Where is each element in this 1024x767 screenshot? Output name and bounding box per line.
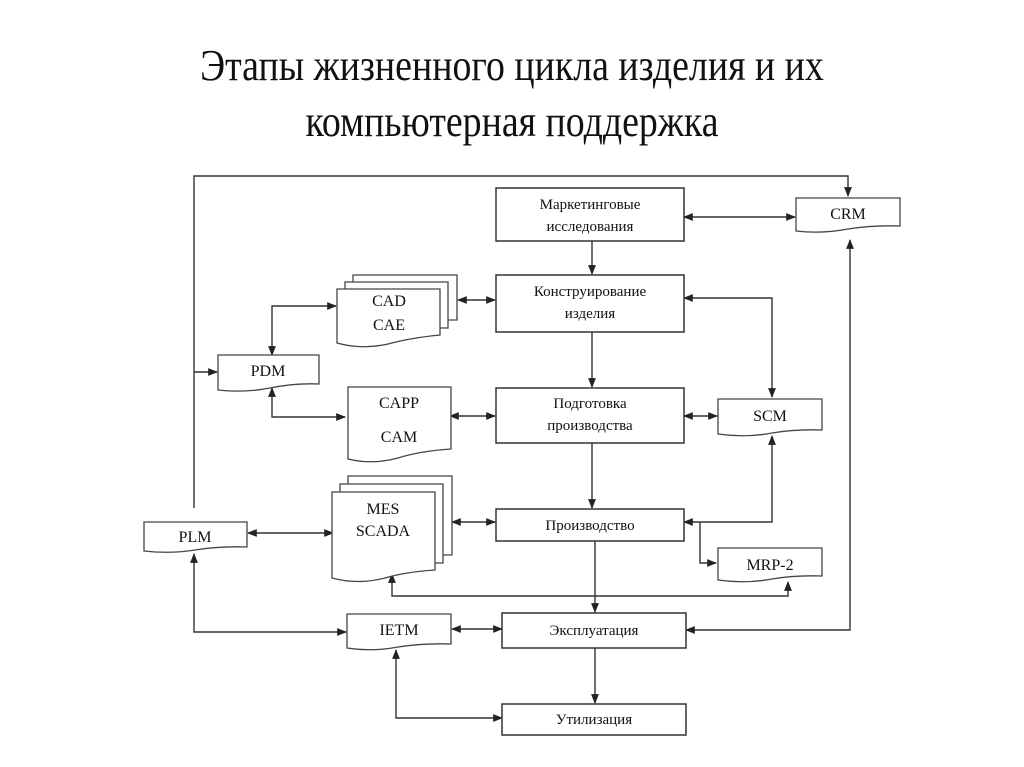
system-mrp2-label: MRP-2 <box>746 557 793 574</box>
stage-disposal-line1: Утилизация <box>556 712 632 728</box>
stage-operation: Эксплуатация <box>501 612 687 649</box>
connectors <box>190 175 854 722</box>
system-plm-label: PLM <box>179 529 212 546</box>
stage-production: Производство <box>495 508 685 542</box>
system-mes-label: MES <box>367 501 400 518</box>
system-pdm: PDM <box>217 354 320 392</box>
system-cam-label: CAM <box>381 429 417 446</box>
system-capp-cam: CAPP CAM <box>347 386 452 463</box>
title-line-2: компьютерная поддержка <box>305 97 719 146</box>
stage-preparation-line2: производства <box>547 418 633 434</box>
arrow-design-scm <box>683 294 776 398</box>
system-plm: PLM <box>143 521 248 553</box>
arrow-mes-mrp <box>388 573 792 597</box>
arrow-plm-ietm <box>190 553 347 636</box>
stage-marketing-line1: Маркетинговые <box>540 197 641 213</box>
stage-marketing-line2: исследования <box>547 219 634 235</box>
stage-preparation: Подготовка производства <box>495 387 685 444</box>
arrow-production-scm <box>683 435 776 526</box>
stage-marketing: Маркетинговые исследования <box>495 187 685 242</box>
system-pdm-label: PDM <box>251 363 286 380</box>
stage-preparation-line1: Подготовка <box>553 396 627 412</box>
system-mrp2: MRP-2 <box>717 547 823 583</box>
stage-design-line2: изделия <box>565 306 615 322</box>
system-capp-label: CAPP <box>379 395 419 412</box>
system-ietm: IETM <box>346 613 452 651</box>
stage-operation-line1: Эксплуатация <box>550 623 639 639</box>
title-line-1: Этапы жизненного цикла изделия и их <box>200 41 824 90</box>
system-scada-label: SCADA <box>356 523 411 540</box>
arrow-plm-top-to-crm <box>193 175 852 508</box>
arrow-pdm-capp <box>268 387 346 421</box>
stage-production-line1: Производство <box>545 518 634 534</box>
arrow-ietm-disposal <box>392 649 503 722</box>
system-ietm-label: IETM <box>379 622 418 639</box>
system-cad-label: CAD <box>372 293 406 310</box>
system-cae-label: CAE <box>373 317 405 334</box>
system-cad-cae: CAD CAE <box>336 274 458 348</box>
system-crm: CRM <box>795 197 901 233</box>
system-mes-scada: MES SCADA <box>331 475 453 583</box>
slide-title: Этапы жизненного цикла изделия и их комп… <box>72 38 953 150</box>
stage-disposal: Утилизация <box>501 703 687 736</box>
arrow-pdm-cad <box>268 302 337 356</box>
system-scm: SCM <box>717 398 823 437</box>
arrow-operation-to-crm <box>685 239 854 634</box>
arrow-production-mrp <box>699 522 717 567</box>
stage-design-line1: Конструирование <box>534 284 647 300</box>
system-scm-label: SCM <box>753 408 787 425</box>
stage-design: Конструирование изделия <box>495 274 685 333</box>
system-crm-label: CRM <box>830 206 866 223</box>
